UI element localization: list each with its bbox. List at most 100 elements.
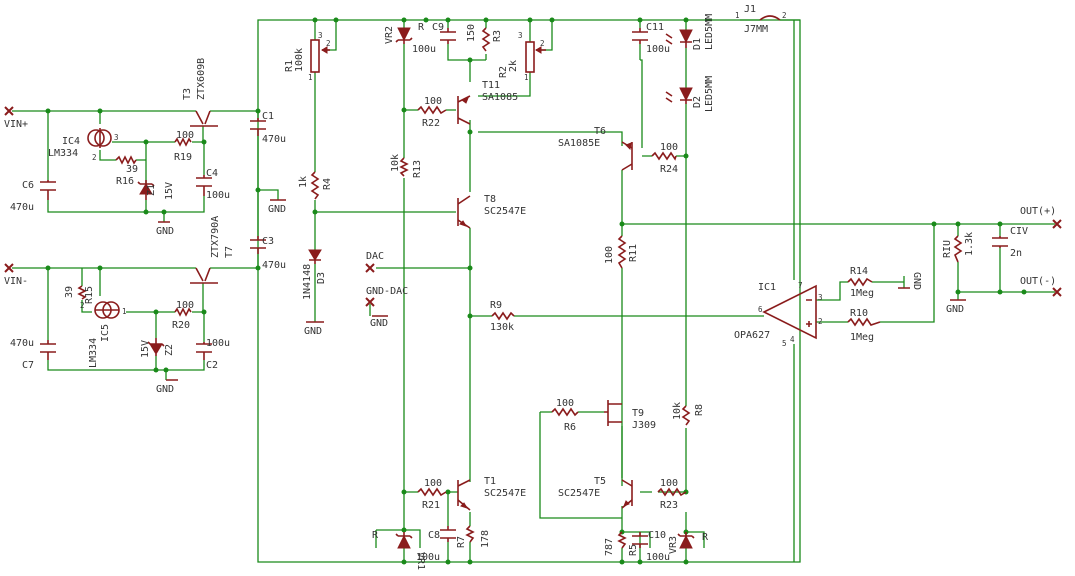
resistor-r9[interactable] (491, 311, 515, 321)
resistor-riu[interactable] (953, 235, 963, 263)
label-r24-name: R24 (660, 164, 678, 175)
junction (143, 139, 149, 145)
resistor-r21[interactable] (417, 487, 447, 497)
resistor-r19[interactable] (174, 137, 192, 147)
resistor-r22[interactable] (417, 105, 447, 115)
lm334-ic5[interactable] (94, 301, 120, 319)
gnd-label: GND (946, 304, 964, 315)
junction (683, 17, 689, 23)
label-r19-name: R19 (174, 152, 192, 163)
cap-c4[interactable] (196, 175, 212, 196)
pin-number: 3 (318, 31, 323, 40)
transistor-t9[interactable] (604, 400, 622, 426)
transistor-t5[interactable] (621, 479, 633, 509)
label-r5-value: 787 (604, 538, 615, 556)
label-c1-name: C1 (262, 111, 274, 122)
label-r2-value: 2k (508, 60, 519, 72)
label-r15-name: R15 (84, 286, 95, 304)
diode-vr3[interactable] (677, 532, 695, 549)
junction (467, 559, 473, 565)
resistor-r24[interactable] (651, 151, 677, 161)
label-ic4-name: IC4 (62, 136, 80, 147)
connector-value: J7MM (744, 24, 768, 35)
junction (153, 309, 159, 315)
label-c3-name: C3 (262, 236, 274, 247)
junction (255, 108, 261, 114)
resistor-r6[interactable] (551, 407, 579, 417)
cap-c7[interactable] (40, 340, 56, 360)
junction (97, 265, 103, 271)
pin-number: 6 (758, 305, 763, 314)
resistor-r7[interactable] (465, 525, 475, 543)
resistor-r23[interactable] (657, 487, 687, 497)
label-r20-value: 100 (176, 300, 194, 311)
transistor-t11[interactable] (457, 95, 471, 125)
transistor-t6[interactable] (621, 141, 633, 171)
label-r10-name: R10 (850, 308, 868, 319)
cap-c8[interactable] (440, 526, 456, 542)
transistor-t3[interactable] (190, 110, 218, 127)
led-d2[interactable] (665, 87, 693, 104)
junction (527, 17, 533, 23)
resistor-r4[interactable] (310, 171, 320, 200)
cap-c11[interactable] (632, 28, 648, 44)
cap-c10[interactable] (632, 532, 648, 548)
resistor-r5[interactable] (617, 531, 627, 549)
label-opamp-name: IC1 (758, 282, 776, 293)
label-d2-name: D2 (692, 96, 703, 108)
resistor-r20[interactable] (174, 307, 192, 317)
cap-c3[interactable] (250, 236, 266, 254)
dac-marker[interactable] (365, 263, 375, 273)
cap-c6[interactable] (40, 180, 56, 200)
transistor-t8[interactable] (457, 195, 471, 229)
diode-d3[interactable] (308, 249, 322, 264)
opamp-ic1[interactable] (762, 284, 817, 340)
resistor-r3[interactable] (481, 27, 491, 52)
junction (683, 153, 689, 159)
label-riu-name: RIU (942, 240, 953, 258)
cap-c1[interactable] (250, 118, 266, 136)
zener-z2[interactable] (147, 338, 165, 356)
label-d3-name: D3 (316, 272, 327, 284)
wire-output (622, 223, 1055, 323)
resistor-r10[interactable] (847, 317, 881, 327)
resistor-r13[interactable] (399, 157, 409, 177)
label-ic4-value: LM334 (48, 148, 78, 159)
out-minus-marker[interactable] (1052, 287, 1062, 297)
out-plus-marker[interactable] (1052, 219, 1062, 229)
cap-civ[interactable] (992, 236, 1008, 248)
transistor-t1[interactable] (457, 479, 471, 511)
resistor-r11[interactable] (617, 235, 627, 269)
lm334-ic4[interactable] (87, 128, 112, 148)
led-d1[interactable] (665, 29, 693, 48)
junction (401, 559, 407, 565)
label-t6-value: SA1085E (558, 138, 600, 149)
gnd-dac-marker[interactable] (365, 297, 375, 307)
resistor-r16[interactable] (115, 155, 137, 165)
junction (637, 559, 643, 565)
diode-vr2[interactable] (395, 27, 413, 44)
label-d3-value: 1N4148 (302, 264, 313, 300)
wire-r1 (314, 20, 337, 86)
transistor-t7[interactable] (190, 267, 218, 284)
connector-j1[interactable] (759, 15, 781, 21)
label-r4-name: R4 (322, 178, 333, 190)
zener-z1[interactable] (137, 180, 155, 200)
diode-vr1[interactable] (395, 532, 413, 549)
label-r6-name: R6 (564, 422, 576, 433)
resistor-r8[interactable] (681, 405, 691, 426)
vin-plus-marker[interactable] (4, 106, 14, 116)
pot-r2[interactable] (525, 41, 546, 73)
resistor-r14[interactable] (847, 277, 873, 287)
vin-minus-marker[interactable] (4, 263, 14, 273)
junction (467, 129, 473, 135)
pot-r1[interactable] (310, 39, 330, 73)
cap-c9[interactable] (440, 28, 456, 44)
junction (201, 309, 207, 315)
wire-c1-c3 (257, 111, 279, 268)
cap-c2[interactable] (196, 342, 212, 360)
pin-number: 2 (818, 317, 823, 326)
label-t11-name: T11 (482, 80, 500, 91)
gnd-label: GND (911, 272, 922, 290)
resistor-r15[interactable] (77, 285, 87, 300)
